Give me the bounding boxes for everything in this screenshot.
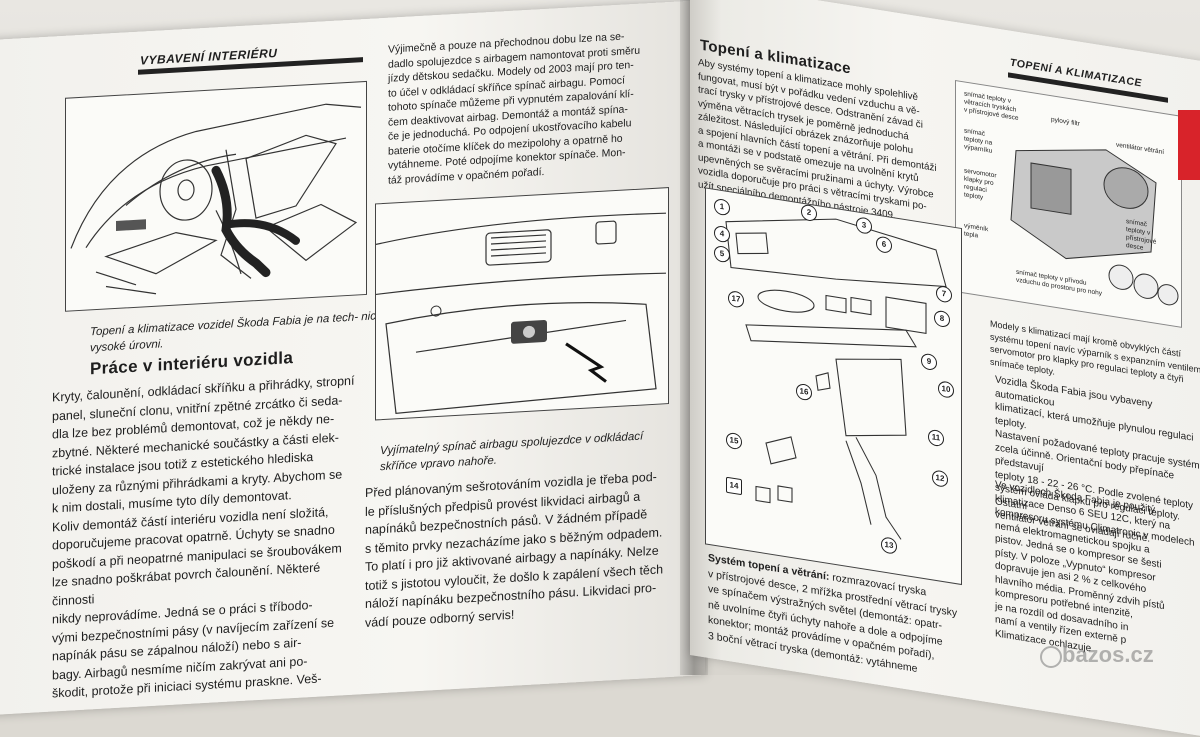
- callout-14: 14: [726, 476, 742, 496]
- ventilation-parts-drawing: [725, 218, 947, 540]
- interior-drawing: [70, 103, 362, 295]
- airbag-switch-illustration: [375, 187, 669, 421]
- label-evaporator-sensor: snímač teploty na výparníku: [964, 127, 993, 155]
- label-dash-sensor: snímač teploty v přístrojové desce: [1126, 218, 1157, 252]
- airbag-intro-paragraph: Výjimečně a pouze na přechodnou dobu lze…: [388, 30, 641, 187]
- right-page: Topení a klimatizace TOPENÍ A KLIMATIZAC…: [690, 0, 1200, 737]
- glovebox-drawing: [375, 212, 667, 414]
- legend-text: rozmrazovací tryska v přístrojové desce,…: [708, 567, 958, 675]
- label-servomotor: servomotor klapky pro regulaci teploty: [964, 167, 997, 202]
- watermark: bazos.cz: [1062, 642, 1154, 667]
- figure2-caption: Vyjímatelný spínač airbagu spolujezdce v…: [380, 430, 644, 474]
- figure1-caption: Topení a klimatizace vozidel Škoda Fabia…: [90, 309, 388, 355]
- ac-unit-drawing: [1010, 149, 1179, 306]
- watermark-icon: [1040, 646, 1062, 668]
- body-text-left-column: Kryty, čalounění, odkládací skříňku a př…: [52, 373, 355, 701]
- exploded-ventilation-diagram: 1 2 3 4 5 6 7 8 9 10 11 12 13 14 15 16 1…: [705, 187, 962, 586]
- red-page-tab: [1178, 110, 1200, 180]
- interior-illustration: [65, 80, 367, 312]
- body-text-right-column: Před plánovaným sešrotováním vozidla je …: [365, 469, 664, 630]
- left-page: VYBAVENÍ INTERIÉRU Topení a klimatizace …: [0, 0, 705, 716]
- ac-components-diagram: snímač teploty v větracích tryskách v př…: [955, 79, 1182, 328]
